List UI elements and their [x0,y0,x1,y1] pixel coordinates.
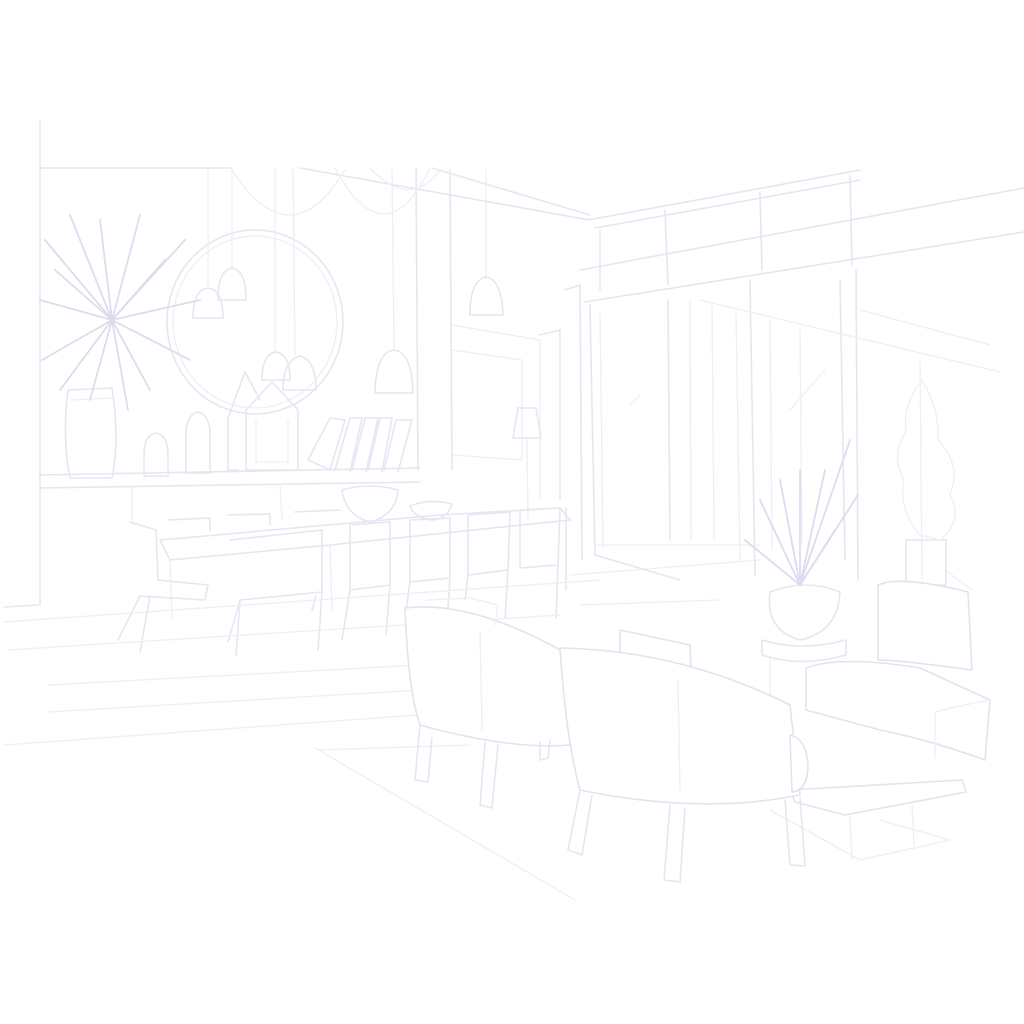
wall-shelf [39,371,421,521]
shrub [896,379,956,586]
window-wall [579,169,1024,591]
rug [314,744,951,901]
spiky-plant [39,214,201,479]
pendant-lamps [192,167,504,394]
back-wall [3,119,591,608]
round-mirror [166,229,344,415]
sofa [805,580,991,761]
ceiling-cords [231,167,441,216]
coffee-table [769,779,967,861]
potted-plant [744,439,859,701]
floor-lamp [512,407,542,521]
armchair-front [559,647,809,883]
